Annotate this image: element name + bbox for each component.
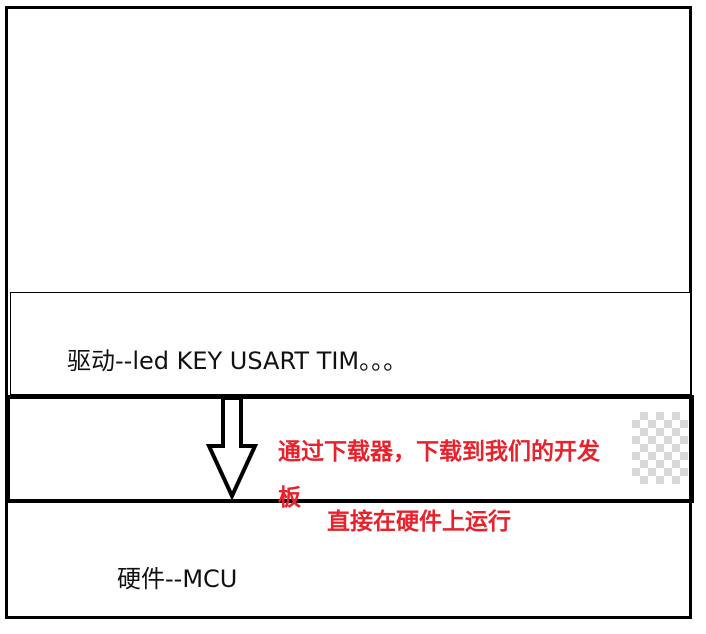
down-arrow-icon	[205, 396, 259, 500]
transparency-checkerboard	[632, 412, 688, 484]
hardware-layer-label: 硬件--MCU	[117, 565, 238, 593]
driver-layer-label: 驱动--led KEY USART TIM。。。	[67, 347, 408, 375]
driver-layer-box	[10, 292, 691, 395]
download-description-line1: 通过下载器，下载到我们的开发	[278, 439, 600, 465]
run-on-hardware-label: 直接在硬件上运行	[327, 509, 511, 535]
download-description-line2: 板	[278, 485, 301, 511]
transfer-band-box	[6, 395, 694, 503]
